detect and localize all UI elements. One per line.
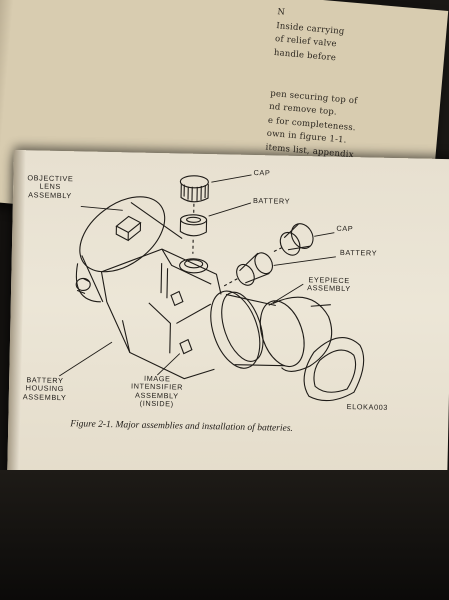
eyecup-drawing	[303, 337, 365, 402]
label-eyepiece-assembly: EYEPIECE ASSEMBLY	[307, 275, 351, 294]
device-diagram	[59, 174, 365, 402]
top-battery-drawing	[179, 214, 208, 237]
side-knob-drawing	[75, 277, 91, 295]
focus-knob-drawing	[115, 215, 142, 242]
leader-lines	[59, 174, 336, 377]
housing-body-drawing	[100, 248, 222, 380]
switch-drawing	[170, 290, 193, 355]
table-surface	[0, 470, 449, 600]
label-cap-right: CAP	[336, 223, 354, 234]
label-battery-housing-assembly: BATTERY HOUSING ASSEMBLY	[22, 375, 67, 402]
right-battery-drawing	[236, 252, 274, 286]
right-cap-drawing	[279, 223, 314, 256]
label-image-intensifier-assembly: IMAGE INTENSIFIER ASSEMBLY (INSIDE)	[130, 373, 184, 409]
label-battery-right: BATTERY	[339, 247, 378, 258]
manual-page: OBJECTIVE LENS ASSEMBLY CAP BATTERY CAP …	[6, 150, 449, 495]
label-battery-top: BATTERY	[252, 196, 291, 206]
eyepiece-assembly-drawing	[210, 290, 333, 372]
label-cap-top: CAP	[253, 168, 271, 178]
objective-lens-assembly-drawing	[75, 196, 183, 303]
label-objective-lens-assembly: OBJECTIVE LENS ASSEMBLY	[27, 173, 74, 201]
assembly-dashed-lines	[192, 203, 283, 287]
figure-code: ELOKA003	[346, 402, 389, 412]
top-cap-drawing	[179, 175, 209, 203]
